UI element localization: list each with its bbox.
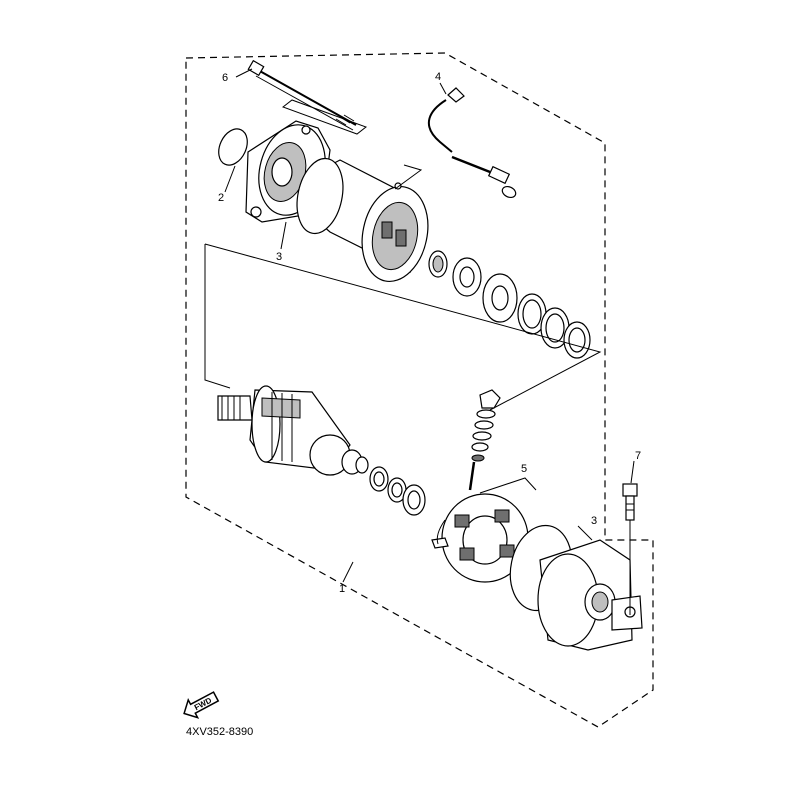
o-ring-2 [218, 128, 248, 166]
armature-guide-top [204, 243, 602, 411]
callout-1: 1 [339, 583, 345, 595]
drawing-code: 4XV352-8390 [186, 726, 253, 738]
brush-holder-5 [431, 493, 529, 583]
through-bolt-6 [247, 59, 357, 131]
callout-3b: 3 [591, 515, 597, 527]
yoke-guide [394, 164, 423, 190]
callout-4: 4 [435, 71, 441, 83]
leader-5 [479, 477, 537, 494]
bolt-guide-box [281, 99, 368, 135]
leader-4 [439, 82, 447, 95]
leader-2 [224, 165, 236, 193]
fwd-arrow-icon: FWD [183, 691, 220, 719]
leader-7 [630, 460, 635, 484]
terminal-hardware [468, 389, 501, 491]
yoke-housing [296, 157, 429, 283]
leader-1 [342, 561, 354, 583]
callout-3a: 3 [276, 251, 282, 263]
washer-stack-lower [369, 466, 426, 516]
leader-3a [280, 221, 287, 250]
callout-5: 5 [521, 463, 527, 475]
callout-6: 6 [222, 72, 228, 84]
armature [217, 385, 369, 476]
bolt-7 [622, 483, 638, 615]
armature-guide-left [204, 244, 231, 389]
lead-wire-4 [427, 87, 517, 199]
leader-3b [577, 525, 593, 541]
leader-6 [235, 68, 253, 78]
callout-7: 7 [635, 450, 641, 462]
washer-stack-upper [428, 250, 591, 359]
assembly-boundary [185, 52, 654, 728]
callout-2: 2 [218, 192, 224, 204]
rear-cover-3 [537, 539, 643, 651]
